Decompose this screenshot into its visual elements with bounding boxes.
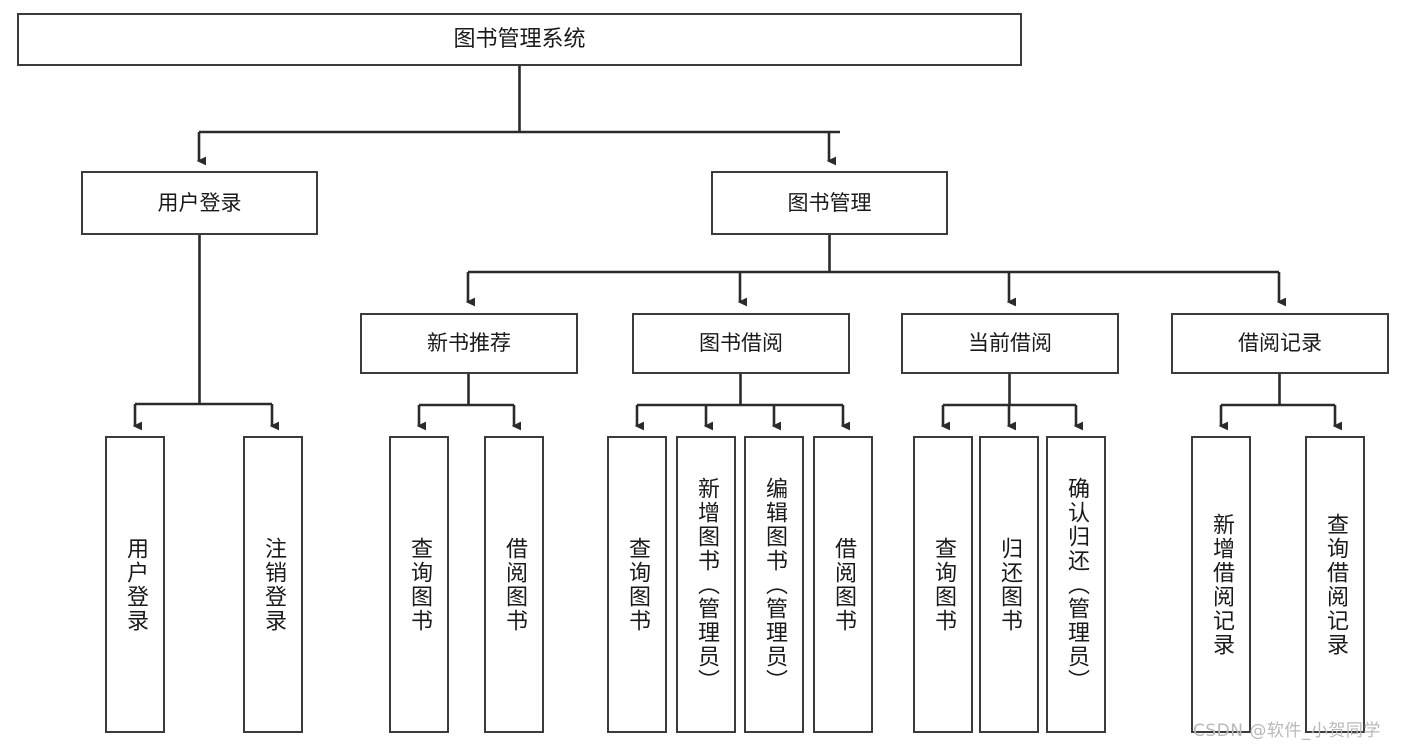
leaf-return-book[interactable]: 归还图书 xyxy=(979,436,1039,733)
leaf-return-book-label: 归还图书 xyxy=(997,536,1022,633)
leaf-add-record-label: 新增借阅记录 xyxy=(1209,512,1234,657)
node-borrow-record[interactable]: 借阅记录 xyxy=(1171,313,1389,374)
leaf-query-book-3-label: 查询图书 xyxy=(931,536,956,633)
node-book-borrow[interactable]: 图书借阅 xyxy=(632,313,850,374)
node-book-borrow-label: 图书借阅 xyxy=(699,331,783,356)
leaf-user-login[interactable]: 用户登录 xyxy=(105,436,165,733)
leaf-query-book-2-label: 查询图书 xyxy=(625,536,650,633)
node-book-manage-label: 图书管理 xyxy=(787,190,872,215)
leaf-logout[interactable]: 注销登录 xyxy=(243,436,303,733)
leaf-confirm-return[interactable]: 确认归还（管理员） xyxy=(1046,436,1106,733)
leaf-query-book-1-label: 查询图书 xyxy=(407,536,432,633)
leaf-logout-label: 注销登录 xyxy=(261,536,286,633)
node-root-label: 图书管理系统 xyxy=(453,26,586,52)
leaf-query-record[interactable]: 查询借阅记录 xyxy=(1305,436,1365,733)
leaf-query-book-2[interactable]: 查询图书 xyxy=(607,436,667,733)
csdn-watermark: CSDN @软件_小贺同学 xyxy=(1193,721,1381,741)
node-current-borrow-label: 当前借阅 xyxy=(968,331,1052,356)
leaf-edit-book-label: 编辑图书（管理员） xyxy=(762,476,787,693)
node-user-login[interactable]: 用户登录 xyxy=(81,171,318,235)
node-current-borrow[interactable]: 当前借阅 xyxy=(901,313,1119,374)
leaf-borrow-book-2-label: 借阅图书 xyxy=(831,536,856,633)
node-new-book-recommend-label: 新书推荐 xyxy=(427,331,511,356)
leaf-query-record-label: 查询借阅记录 xyxy=(1323,512,1348,657)
leaf-query-book-3[interactable]: 查询图书 xyxy=(913,436,973,733)
leaf-edit-book[interactable]: 编辑图书（管理员） xyxy=(744,436,804,733)
leaf-borrow-book-1-label: 借阅图书 xyxy=(502,536,527,633)
leaf-add-book-label: 新增图书（管理员） xyxy=(694,476,719,693)
leaf-borrow-book-1[interactable]: 借阅图书 xyxy=(484,436,544,733)
leaf-borrow-book-2[interactable]: 借阅图书 xyxy=(813,436,873,733)
leaf-query-book-1[interactable]: 查询图书 xyxy=(389,436,449,733)
leaf-add-book[interactable]: 新增图书（管理员） xyxy=(676,436,736,733)
leaf-user-login-label: 用户登录 xyxy=(123,536,148,633)
node-borrow-record-label: 借阅记录 xyxy=(1238,331,1322,356)
node-root[interactable]: 图书管理系统 xyxy=(17,13,1022,66)
node-book-manage[interactable]: 图书管理 xyxy=(711,171,948,235)
leaf-confirm-return-label: 确认归还（管理员） xyxy=(1064,476,1089,693)
node-new-book-recommend[interactable]: 新书推荐 xyxy=(360,313,578,374)
leaf-add-record[interactable]: 新增借阅记录 xyxy=(1191,436,1251,733)
node-user-login-label: 用户登录 xyxy=(157,190,242,215)
